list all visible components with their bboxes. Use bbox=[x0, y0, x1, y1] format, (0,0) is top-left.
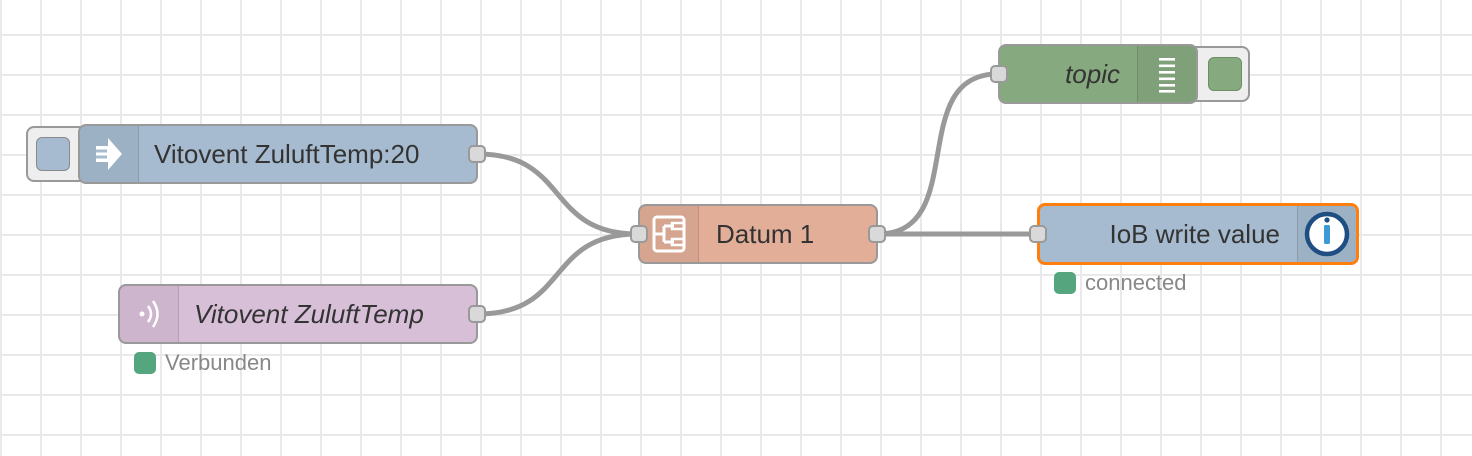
wire-iobin-to-switch[interactable] bbox=[475, 231, 641, 317]
wire-inject-to-switch[interactable] bbox=[475, 151, 641, 237]
iobroker-out-status: connected bbox=[1054, 270, 1187, 296]
iobroker-in-output-port[interactable] bbox=[468, 305, 486, 323]
switch-input-port[interactable] bbox=[630, 225, 648, 243]
iobroker-in-status: Verbunden bbox=[134, 350, 271, 376]
iobroker-in-status-text: Verbunden bbox=[165, 350, 272, 375]
iobroker-out-node-label: IoB write value bbox=[1109, 218, 1280, 249]
radio-waves-icon bbox=[120, 286, 179, 342]
inject-output-port[interactable] bbox=[468, 145, 486, 163]
list-icon bbox=[1137, 46, 1196, 102]
debug-node[interactable]: topic bbox=[990, 44, 1198, 104]
inject-trigger-button[interactable] bbox=[26, 126, 88, 182]
debug-node-label: topic bbox=[1065, 58, 1120, 89]
switch-node[interactable]: Datum 1 bbox=[630, 204, 886, 264]
switch-icon bbox=[640, 206, 699, 262]
debug-toggle-button[interactable] bbox=[1188, 46, 1250, 102]
switch-node-label: Datum 1 bbox=[716, 218, 815, 249]
arrow-in-icon bbox=[80, 126, 139, 182]
debug-toggle-square bbox=[1208, 57, 1242, 91]
status-dot bbox=[134, 352, 156, 374]
inject-node[interactable]: Vitovent ZuluftTemp:20 bbox=[78, 124, 486, 184]
inject-trigger-square bbox=[36, 137, 70, 171]
iobroker-out-input-port[interactable] bbox=[1029, 225, 1047, 243]
debug-input-port[interactable] bbox=[990, 65, 1008, 83]
switch-output-port[interactable] bbox=[868, 225, 886, 243]
iobroker-out-node[interactable]: IoB write value bbox=[1029, 203, 1359, 265]
status-dot bbox=[1054, 272, 1076, 294]
inject-node-label: Vitovent ZuluftTemp:20 bbox=[154, 138, 420, 169]
wire-switch-to-debug[interactable] bbox=[875, 71, 1001, 237]
iobroker-in-node-label: Vitovent ZuluftTemp bbox=[194, 298, 424, 329]
iobroker-icon bbox=[1297, 206, 1356, 262]
iobroker-in-node[interactable]: Vitovent ZuluftTemp bbox=[118, 284, 486, 344]
iobroker-out-status-text: connected bbox=[1085, 270, 1187, 295]
